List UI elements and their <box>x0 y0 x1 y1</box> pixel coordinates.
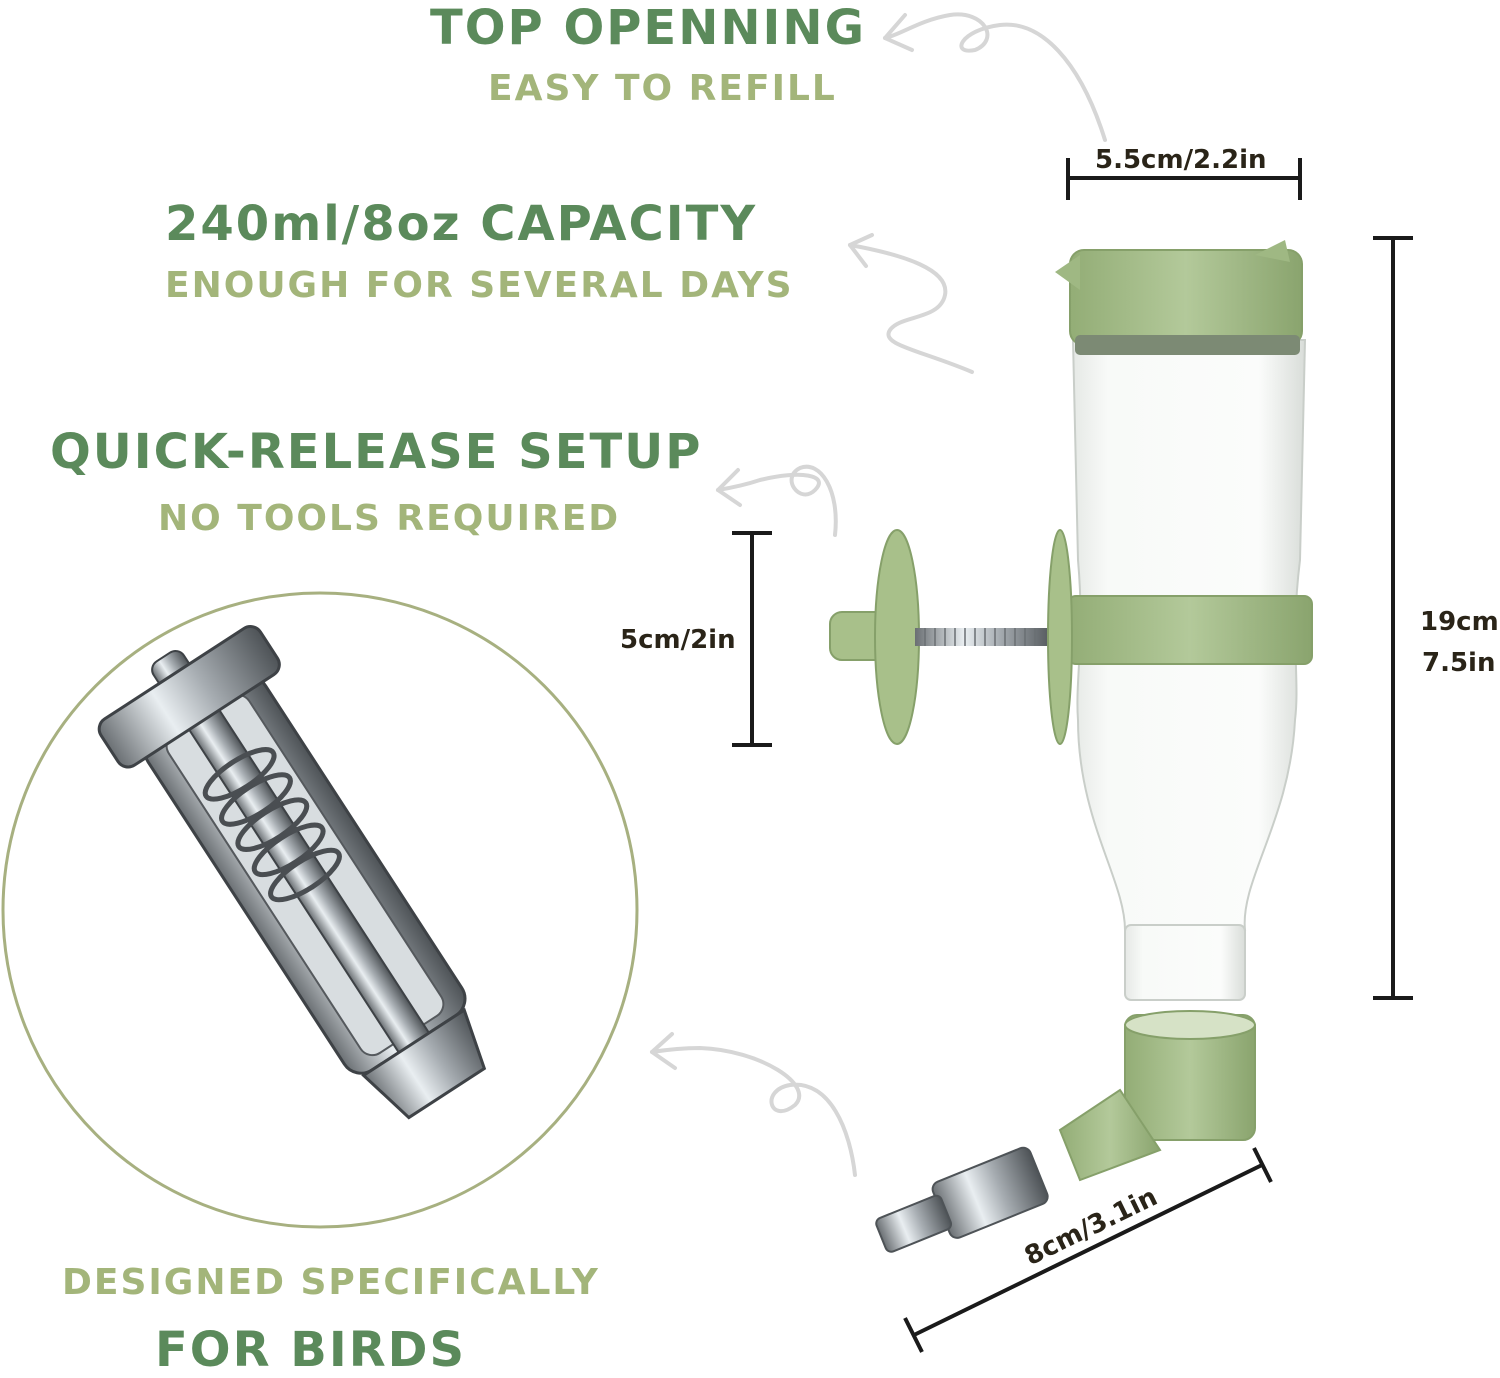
dimension-height-in: 7.5in <box>1422 648 1496 678</box>
arrow-capacity-head <box>848 233 874 268</box>
decor-arrows <box>650 12 1107 1177</box>
mount <box>829 529 1073 745</box>
feature-subtitle-easy-refill: EASY TO REFILL <box>488 68 837 109</box>
feature-title-capacity: 240ml/8oz CAPACITY <box>165 196 758 252</box>
dimension-mount-height: 5cm/2in <box>620 625 736 655</box>
feature-subtitle-several-days: ENOUGH FOR SEVERAL DAYS <box>165 265 794 306</box>
spout <box>875 1010 1256 1253</box>
feature-subtitle-no-tools: NO TOOLS REQUIRED <box>158 498 621 539</box>
arrow-quick-release-head <box>716 468 742 507</box>
feature-title-quick-release: QUICK-RELEASE SETUP <box>50 424 703 480</box>
arrow-birds <box>650 1045 857 1177</box>
dimension-lines <box>732 158 1413 1353</box>
nozzle-cutaway <box>97 625 487 1120</box>
arrow-quick-release <box>716 464 838 537</box>
dimension-top-width: 5.5cm/2.2in <box>1095 145 1267 175</box>
arrow-capacity <box>848 243 974 374</box>
arrow-birds-head <box>650 1032 677 1070</box>
arrow-top-opening <box>883 12 1107 142</box>
footer-line2: FOR BIRDS <box>155 1322 467 1378</box>
arrow-top-opening-head <box>883 13 914 52</box>
footer-line1: DESIGNED SPECIFICALLY <box>62 1262 600 1303</box>
feature-title-top-opening: TOP OPENNING <box>430 0 866 56</box>
dimension-height-cm: 19cm <box>1420 607 1499 637</box>
zoom-circle <box>1 591 639 1229</box>
bottle <box>1055 240 1313 1001</box>
